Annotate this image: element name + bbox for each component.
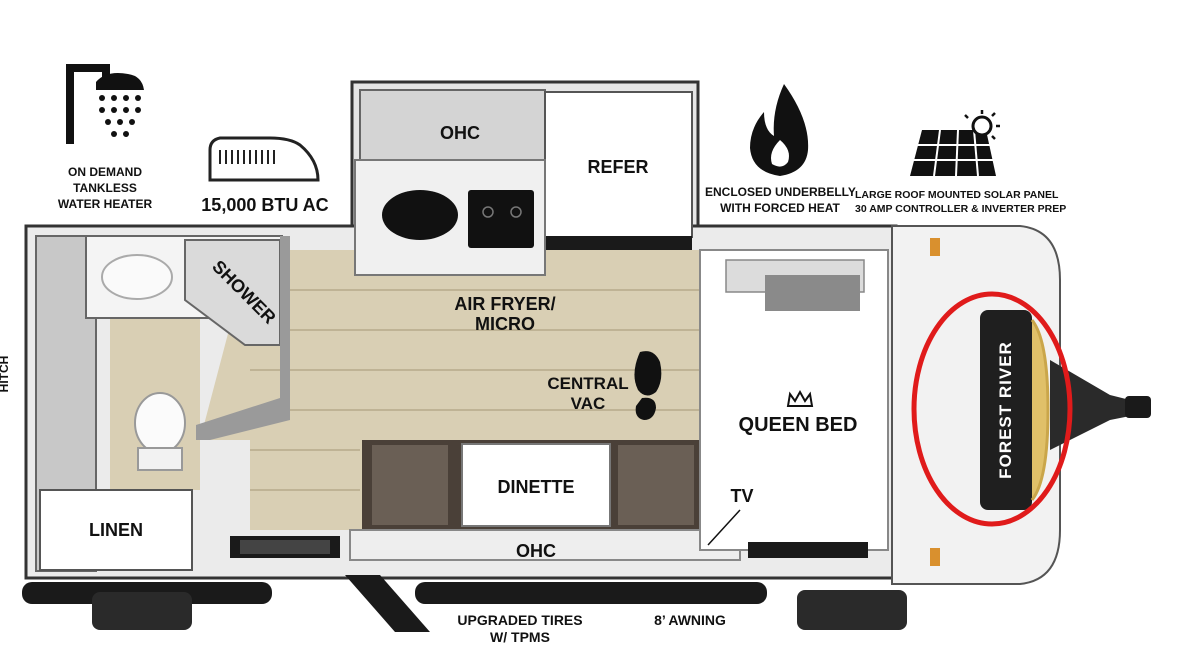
ohc-top-label: OHC (440, 123, 480, 143)
ohc-bottom-label: OHC (516, 541, 556, 561)
brand-logo-text: FOREST RIVER (996, 341, 1015, 479)
cooktop (468, 190, 534, 248)
ac-label: 15,000 BTU AC (201, 195, 329, 215)
tv-pointer-line (707, 509, 741, 546)
shower-head-icon (66, 64, 144, 144)
central-vac-label: CENTRAL VAC (547, 374, 629, 413)
brand-panel (980, 310, 1032, 510)
solar-label: LARGE ROOF MOUNTED SOLAR PANEL 30 AMP CO… (855, 189, 1067, 215)
marker-light-bottom (930, 548, 940, 566)
bath-sink (101, 254, 173, 300)
refer-label: REFER (587, 157, 649, 177)
dinette-seat-left (372, 445, 448, 525)
front-wheel (797, 590, 907, 630)
tires-label: UPGRADED TIRES W/ TPMS (457, 612, 583, 645)
kitchen-sink (382, 190, 458, 240)
brand-highlight-circle (911, 291, 1073, 527)
linen-label: LINEN (89, 520, 143, 540)
queen-bed-label: QUEEN BED (738, 414, 858, 436)
air-conditioner-icon (208, 136, 320, 182)
solar-panel-icon (910, 110, 1000, 177)
flame-icon (750, 84, 809, 176)
dinette-table (461, 443, 611, 527)
water-heater-label: ON DEMAND TANKLESS WATER HEATER (57, 165, 153, 211)
bed-storage-panel (765, 275, 860, 311)
dinette-seat-right (618, 445, 694, 525)
awning-rail (415, 582, 767, 604)
rear-wheel (92, 592, 192, 630)
awning-label: 8’ AWNING (654, 612, 726, 628)
bed-step (748, 542, 868, 558)
toilet (134, 392, 186, 454)
hitch-label: HITCH (0, 355, 11, 393)
shower-stall (184, 239, 281, 346)
toilet-tank (137, 447, 183, 471)
dinette-label: DINETTE (497, 477, 575, 497)
crown-icon (786, 389, 814, 407)
refrigerator (544, 91, 693, 238)
air-fryer-label: AIR FRYER/ MICRO (454, 294, 556, 334)
marker-light-top (930, 238, 940, 256)
bath-partition (196, 236, 290, 440)
refer-base (545, 236, 692, 250)
tv-label: TV (730, 486, 754, 506)
underbelly-label: ENCLOSED UNDERBELLY WITH FORCED HEAT (705, 185, 856, 215)
footprint-icon (634, 351, 662, 420)
floor-planks (250, 289, 700, 491)
linen-cabinet (39, 489, 193, 571)
hitch-tongue (1050, 360, 1150, 450)
entry-door-swing (345, 575, 430, 632)
